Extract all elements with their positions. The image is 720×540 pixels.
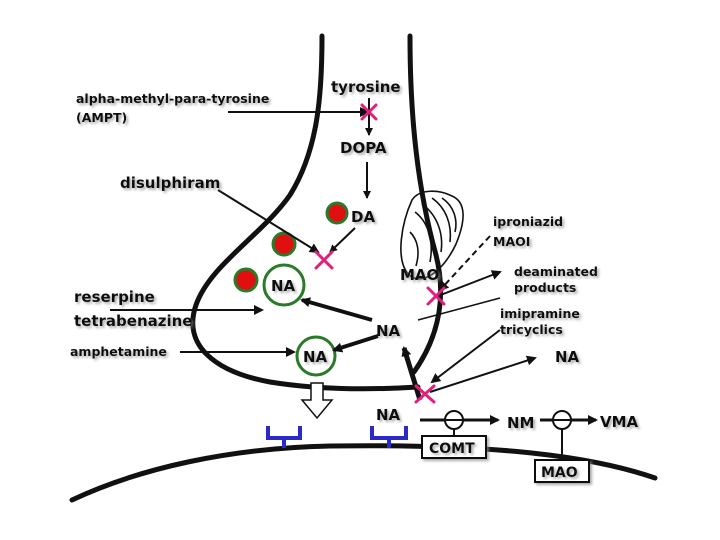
label-dopa: DOPA xyxy=(340,139,387,157)
label-tyrosine: tyrosine xyxy=(331,78,401,96)
label-reserpine: reserpine xyxy=(74,288,155,306)
label-na-cytoplasm: NA xyxy=(376,322,401,340)
label-mao-box: MAO xyxy=(541,465,578,481)
label-disulphiram: disulphiram xyxy=(120,174,220,192)
na-vesicle-top xyxy=(262,263,306,307)
label-tricyclics: tricyclics xyxy=(500,322,563,337)
label-iproniazid: iproniazid xyxy=(493,214,563,229)
label-nm: NM xyxy=(507,414,534,432)
label-ampt-name: alpha-methyl-para-tyrosine xyxy=(76,91,269,106)
na-vesicle-bottom xyxy=(295,335,337,377)
label-da: DA xyxy=(351,208,375,226)
label-tetrabenazine: tetrabenazine xyxy=(74,312,192,330)
inhibition-mark-dbh xyxy=(314,250,334,270)
label-deaminated: deaminated xyxy=(514,264,598,279)
receptor-right xyxy=(370,426,408,448)
label-vma: VMA xyxy=(600,413,639,431)
reuptake-arrow xyxy=(401,346,423,401)
comt-box xyxy=(421,435,487,459)
receptor-left xyxy=(266,426,302,448)
vesicle-dot xyxy=(233,267,259,293)
na-to-vesicle-arrow xyxy=(300,297,373,322)
na-to-vesicle-lower-arrow xyxy=(332,334,379,353)
vesicle-dot xyxy=(271,231,297,257)
deamination-arrow xyxy=(437,270,502,297)
label-na-vesicle-bottom: NA xyxy=(303,348,328,366)
label-na-cleft: NA xyxy=(376,406,401,424)
mao-box xyxy=(534,459,590,483)
label-na-outside: NA xyxy=(555,348,580,366)
inhibition-mark-tyrosine-hydroxylase xyxy=(360,103,378,121)
label-ampt-abbrev: (AMPT) xyxy=(76,110,127,125)
label-comt: COMT xyxy=(429,441,475,457)
vesicle-dot xyxy=(325,201,349,225)
inhibition-marks xyxy=(314,103,446,404)
label-imipramine: imipramine xyxy=(500,306,580,321)
vesicle-dots xyxy=(233,201,349,293)
release-arrow xyxy=(300,382,334,420)
na-to-mao-arrow xyxy=(417,297,501,321)
da-to-na-arrow xyxy=(329,227,356,253)
na-outflow-arrow xyxy=(429,355,537,393)
presynaptic-membrane-right xyxy=(407,33,444,375)
label-products: products xyxy=(514,280,576,295)
disulphiram-arrow xyxy=(217,189,320,254)
iproniazid-arrow xyxy=(438,235,491,292)
inhibition-mark-mao xyxy=(426,286,446,306)
label-maoi: MAOI xyxy=(493,234,530,249)
mitochondrion xyxy=(400,190,464,280)
imipramine-arrow xyxy=(430,329,501,384)
label-amphetamine: amphetamine xyxy=(70,344,167,359)
label-mao-mitochondrion: MAO xyxy=(400,266,439,284)
label-na-vesicle-top: NA xyxy=(271,277,296,295)
inhibition-mark-reuptake xyxy=(414,384,436,404)
pathway-arrows xyxy=(110,98,598,462)
